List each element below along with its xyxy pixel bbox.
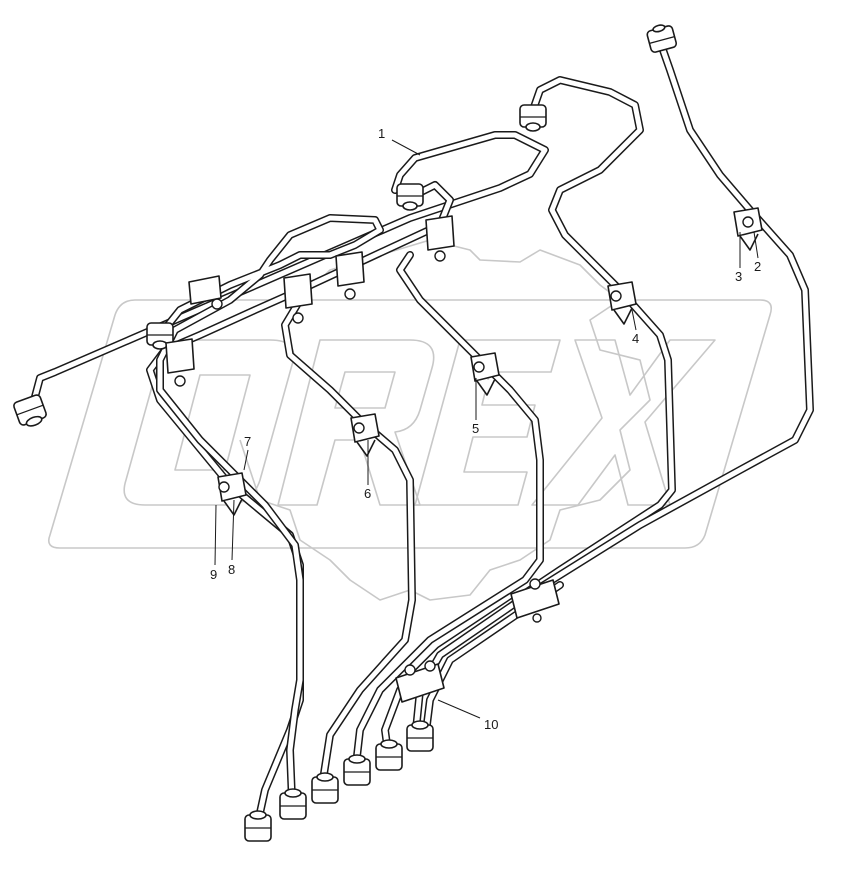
watermark-gear-outline — [239, 239, 651, 601]
callout-labels: 1 2 3 4 5 6 7 8 9 10 — [210, 126, 761, 732]
callout-leaders — [214, 139, 759, 719]
pipe-clamp — [510, 578, 560, 623]
fitting-nut — [311, 772, 339, 804]
callout-10: 10 — [484, 717, 498, 732]
callout-1: 1 — [378, 126, 385, 141]
watermark-letter-x — [531, 339, 716, 506]
fitting-nut — [646, 24, 678, 53]
pipe-clamp — [283, 273, 313, 324]
pipe-clamp — [188, 275, 223, 310]
fitting-nut — [13, 394, 47, 427]
fitting-nut — [519, 104, 547, 132]
fitting-nut — [146, 322, 174, 350]
callout-5: 5 — [472, 421, 479, 436]
pipe-clamp — [607, 281, 637, 325]
pipe-clamp — [350, 413, 380, 457]
callout-9: 9 — [210, 567, 217, 582]
callout-3: 3 — [735, 269, 742, 284]
pipe-clamp — [217, 472, 247, 516]
fitting-nut — [244, 810, 272, 842]
pipe-clamp — [470, 352, 500, 396]
pipe-clamp — [425, 215, 455, 262]
callout-4: 4 — [632, 331, 639, 346]
fitting-nut — [343, 754, 371, 786]
fitting-nut — [279, 788, 307, 820]
pipe-clamp — [395, 660, 445, 703]
pipe-clamp — [335, 251, 365, 300]
callout-8: 8 — [228, 562, 235, 577]
fitting-nut — [406, 720, 434, 752]
injection-pipes — [28, 46, 814, 826]
callout-2: 2 — [754, 259, 761, 274]
pipe-clamp — [165, 338, 195, 387]
callout-7: 7 — [244, 434, 251, 449]
pipe-clamps — [165, 207, 763, 703]
callout-6: 6 — [364, 486, 371, 501]
pipe-clamp — [733, 207, 763, 251]
pipe-fittings — [13, 24, 678, 842]
fitting-nut — [396, 183, 424, 211]
fitting-nut — [375, 739, 403, 771]
watermark-banner — [47, 299, 773, 549]
watermark-letter-e — [414, 339, 561, 506]
